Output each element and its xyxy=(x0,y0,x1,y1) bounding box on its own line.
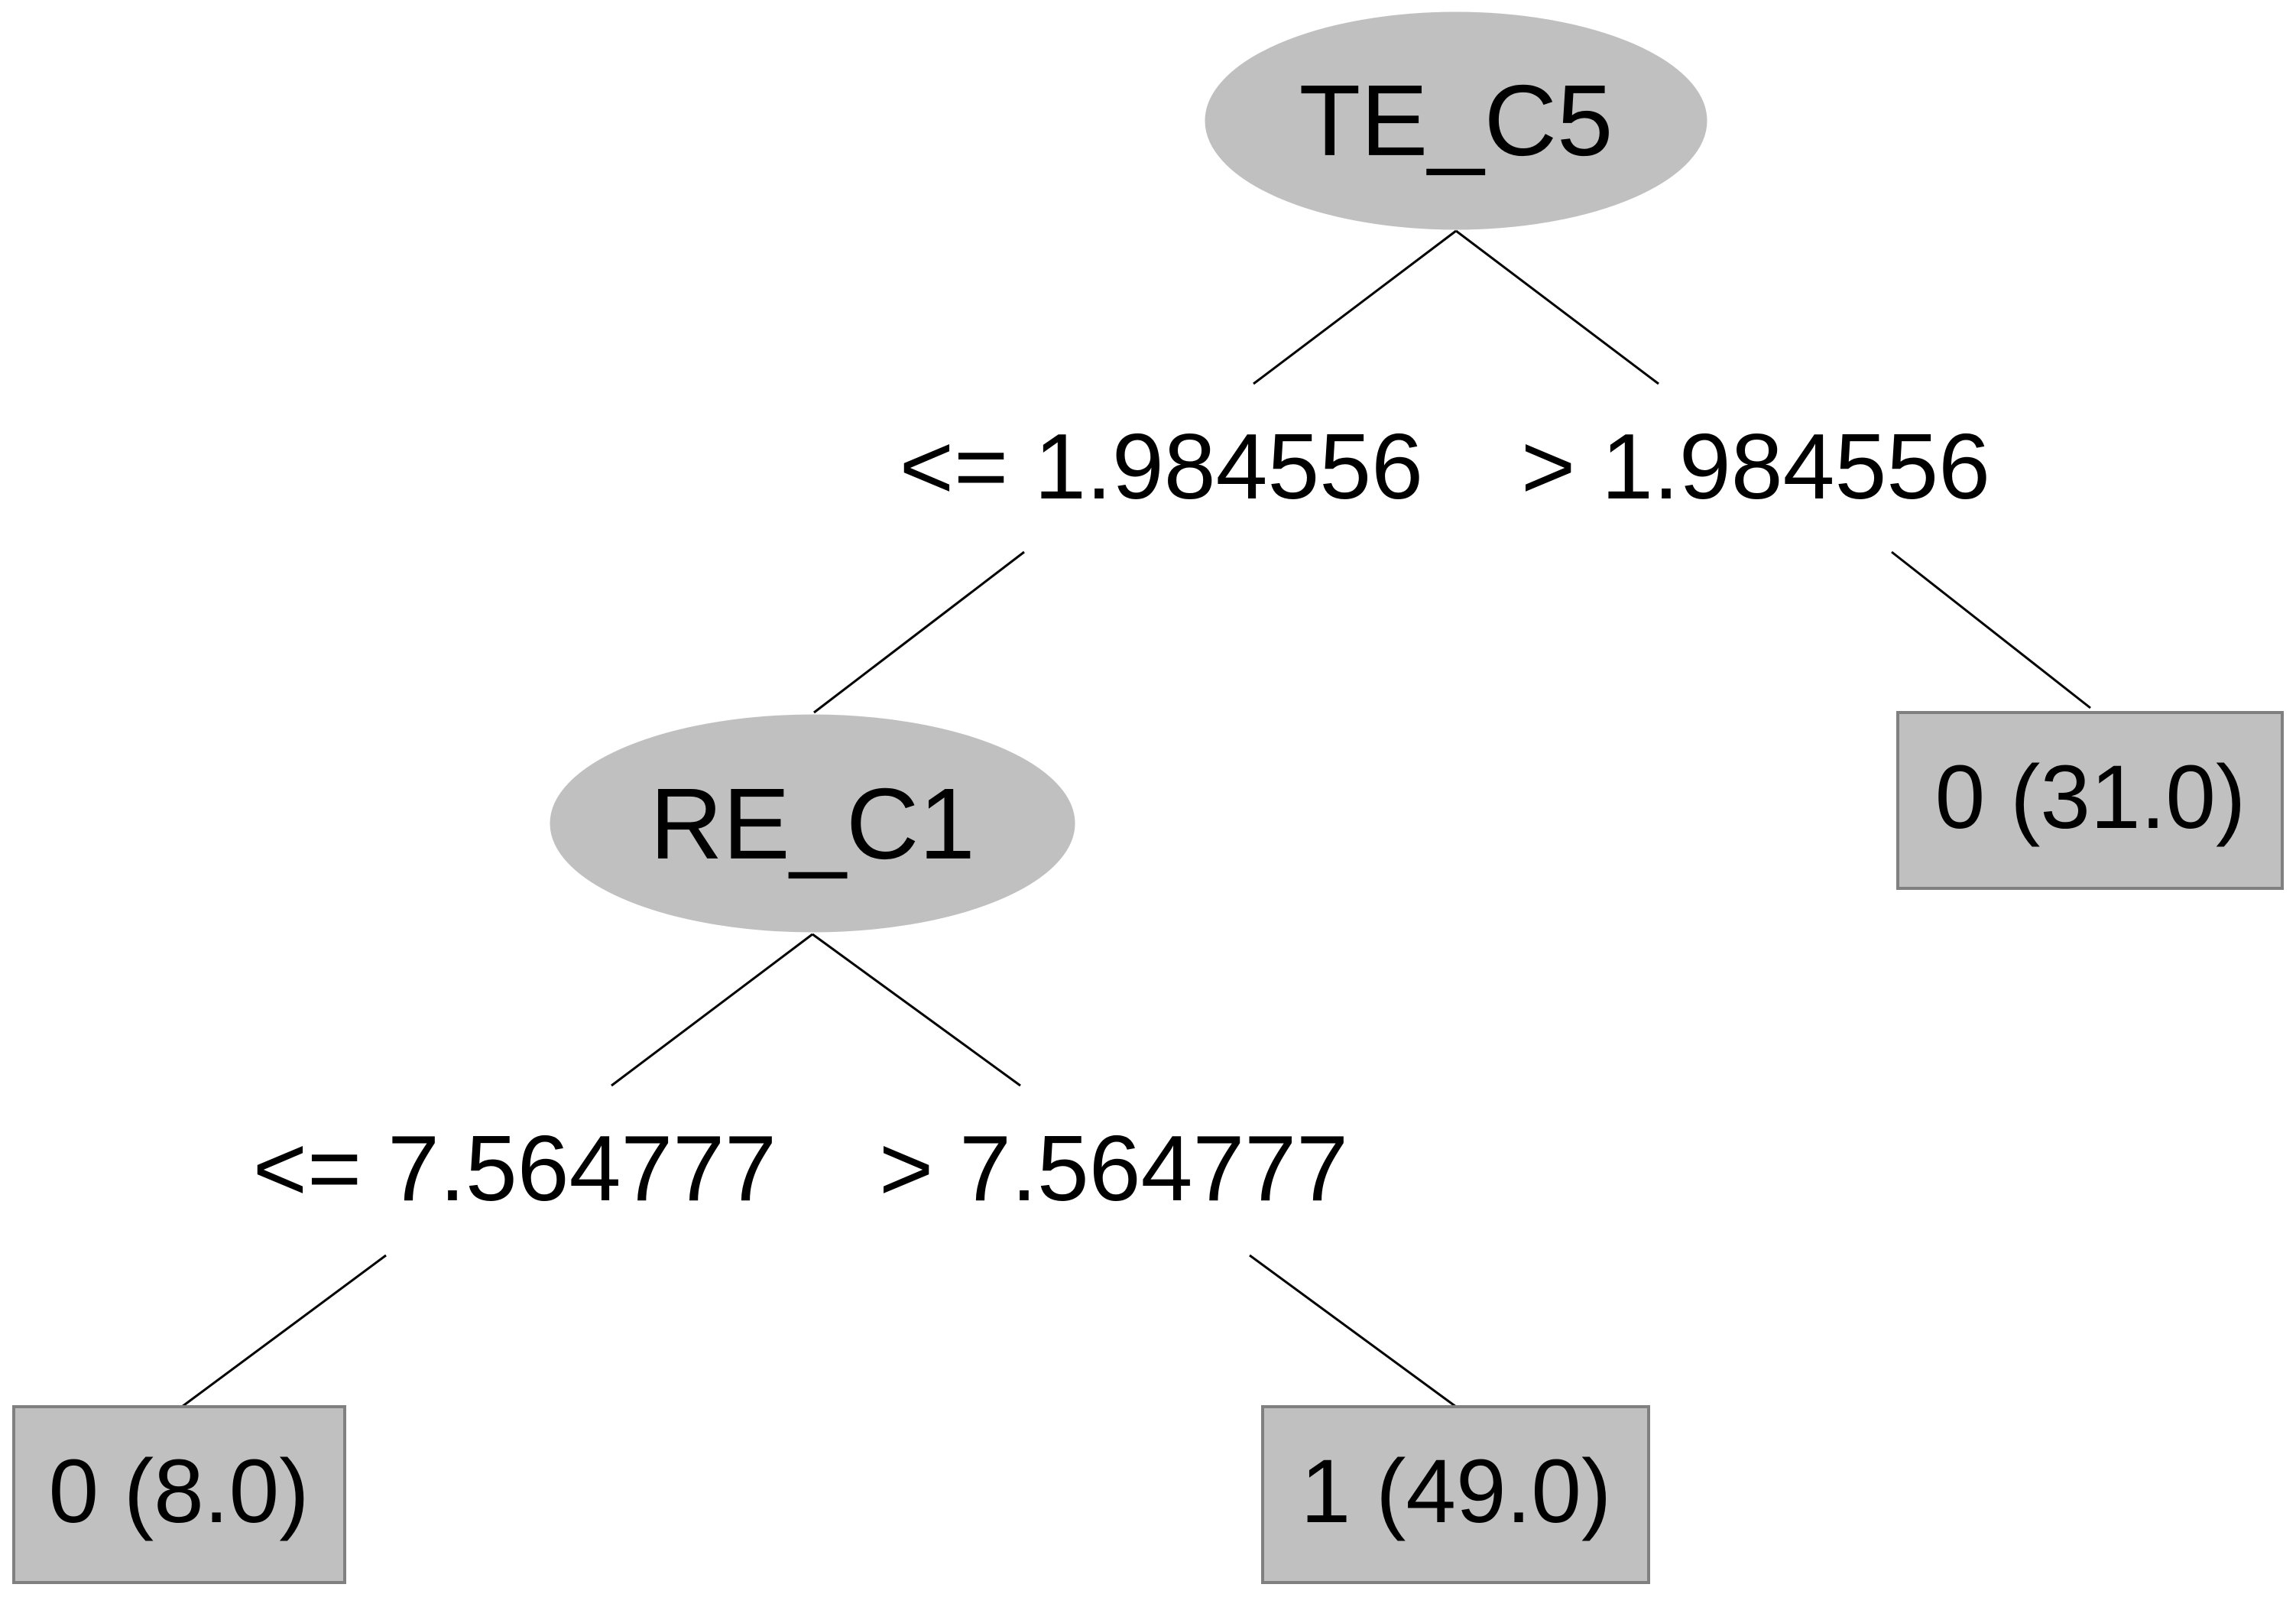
edge-re-right-upper xyxy=(812,933,1021,1087)
node-re-c1[interactable]: RE_C1 xyxy=(550,714,1075,933)
edge-label-re-right: > 7.564777 xyxy=(879,1116,1348,1220)
edge-root-left-upper xyxy=(1253,229,1457,385)
edge-root-left-lower xyxy=(813,550,1025,714)
node-re-c1-label: RE_C1 xyxy=(650,768,975,880)
leaf-1-49-label: 1 (49.0) xyxy=(1301,1441,1612,1542)
edge-label-root-right: > 1.984556 xyxy=(1521,414,1990,518)
edge-label-root-left: <= 1.984556 xyxy=(900,414,1423,518)
leaf-1-49-box xyxy=(1261,1405,1650,1584)
edge-root-right-upper xyxy=(1455,229,1659,385)
leaf-0-31[interactable]: 0 (31.0) xyxy=(1896,711,2284,890)
node-te-c5-label: TE_C5 xyxy=(1299,64,1613,177)
edge-root-right-lower xyxy=(1891,550,2091,709)
leaf-0-8-label: 0 (8.0) xyxy=(48,1441,309,1542)
node-te-c5[interactable]: TE_C5 xyxy=(1205,11,1707,230)
leaf-0-31-box xyxy=(1896,711,2284,890)
edge-re-left-lower xyxy=(181,1254,387,1408)
node-te-c5-ellipse xyxy=(1205,11,1707,230)
edge-re-left-upper xyxy=(611,933,813,1087)
leaf-0-8[interactable]: 0 (8.0) xyxy=(12,1405,346,1584)
node-re-c1-ellipse xyxy=(550,714,1075,933)
leaf-1-49[interactable]: 1 (49.0) xyxy=(1261,1405,1650,1584)
leaf-0-8-box xyxy=(12,1405,346,1584)
leaf-0-31-label: 0 (31.0) xyxy=(1935,747,2246,848)
edge-label-re-left: <= 7.564777 xyxy=(253,1116,777,1220)
edge-re-right-lower xyxy=(1249,1254,1457,1408)
